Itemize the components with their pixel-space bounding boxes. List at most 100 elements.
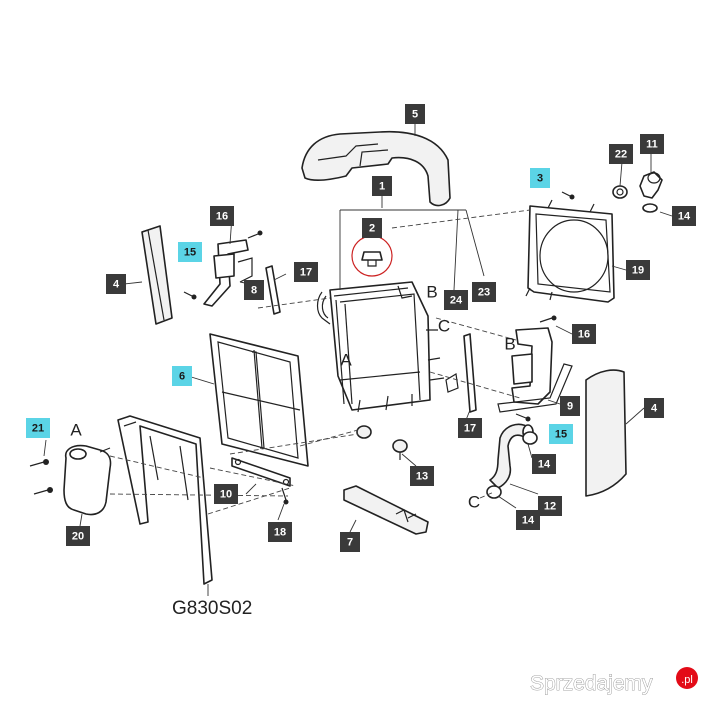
- callout-box: [172, 366, 192, 386]
- part-4-foam-strip-left: [141, 225, 173, 325]
- callout: 7: [340, 532, 360, 552]
- callout: 19: [626, 260, 650, 280]
- part-9-bracket-right: [497, 327, 573, 413]
- callout-number: 22: [615, 149, 627, 161]
- callout: 8: [244, 280, 264, 300]
- callout-box: [640, 134, 664, 154]
- callout-box: [472, 282, 496, 302]
- callout-box: [572, 324, 596, 344]
- callout-box: [609, 144, 633, 164]
- callout-number: 16: [578, 329, 590, 341]
- callout-number: 18: [274, 527, 286, 539]
- callout-number: 8: [251, 285, 257, 297]
- part-4-foam-strip-right: [585, 369, 627, 497]
- callout-box: [26, 418, 50, 438]
- callout: 3: [530, 168, 550, 188]
- callout-number: 17: [464, 423, 476, 435]
- callout-box: [458, 418, 482, 438]
- callout-number: 21: [32, 423, 44, 435]
- callout-number: 24: [450, 295, 463, 307]
- callout: 14: [672, 206, 696, 226]
- callout-box: [560, 396, 580, 416]
- callout-box: [410, 466, 434, 486]
- callout: 13: [410, 466, 434, 486]
- callout: 4: [644, 398, 664, 418]
- part-2-radiator-cap: [351, 235, 393, 277]
- callout: 15: [178, 242, 202, 262]
- callout-box: [626, 260, 650, 280]
- callout-box: [362, 218, 382, 238]
- callout: 2: [362, 218, 382, 238]
- callout: 23: [472, 282, 496, 302]
- callout: 17: [294, 262, 318, 282]
- callout-number: 23: [478, 287, 490, 299]
- connection-letter-b: B: [426, 283, 437, 302]
- callout-number: 15: [555, 429, 567, 441]
- callout-box: [538, 496, 562, 516]
- callout-number: 7: [347, 537, 353, 549]
- watermark-suffix: .pl: [681, 674, 693, 686]
- part-5-air-duct: [301, 130, 451, 207]
- callout: 1: [372, 176, 392, 196]
- connection-letter-a: A: [340, 351, 352, 370]
- callout-box: [178, 242, 202, 262]
- callout: 15: [549, 424, 573, 444]
- callout-number: 11: [646, 139, 658, 151]
- callout-number: 9: [567, 401, 573, 413]
- connection-letter-c: C: [468, 493, 480, 512]
- callout-number: 1: [379, 181, 385, 193]
- part-14-clip-top: [642, 203, 658, 213]
- connection-letters: B C A B A C: [70, 283, 515, 512]
- part-13-rubber-mount: [356, 425, 408, 460]
- callout: 21: [26, 418, 50, 438]
- callout-number: 13: [416, 471, 428, 483]
- callout-box: [214, 484, 238, 504]
- callout: 11: [640, 134, 664, 154]
- callout: 14: [516, 510, 540, 530]
- callout-number: 20: [72, 531, 84, 543]
- callout-number: 4: [113, 279, 120, 291]
- callout-box: [530, 168, 550, 188]
- callout-box: [294, 262, 318, 282]
- callout-number: 12: [544, 501, 556, 513]
- callout-box: [106, 274, 126, 294]
- bolts: [29, 230, 557, 505]
- callout: 16: [572, 324, 596, 344]
- callout: 9: [560, 396, 580, 416]
- callout-box: [644, 398, 664, 418]
- callout-box: [549, 424, 573, 444]
- callout-box: [210, 206, 234, 226]
- callout-box: [372, 176, 392, 196]
- callout-number: 14: [678, 211, 691, 223]
- callout: 6: [172, 366, 192, 386]
- callout-box: [516, 510, 540, 530]
- callout: 5: [405, 104, 425, 124]
- callout-number: 14: [538, 459, 551, 471]
- part-10-lower-bracket: [231, 457, 291, 487]
- callout-number: 2: [369, 223, 375, 235]
- connection-letter-c: C: [438, 317, 450, 336]
- callout-number: 19: [632, 265, 644, 277]
- callouts: 5 1 2 3 22 11 14 16 15 4 8 17 24 23 19 1…: [26, 104, 696, 552]
- part-7-bottom-duct: [343, 485, 429, 535]
- part-11-elbow-fitting: [639, 171, 663, 199]
- callout-box: [672, 206, 696, 226]
- watermark-dot-icon: [676, 667, 698, 689]
- part-8-bracket-left: [203, 239, 253, 307]
- part-20-reservoir-tank: [63, 444, 112, 516]
- callout-box: [532, 454, 556, 474]
- connection-letter-b: B: [504, 335, 515, 354]
- callout: 14: [532, 454, 556, 474]
- part-19-fan-shroud: [525, 199, 615, 303]
- callout-number: 15: [184, 247, 196, 259]
- part-17-strip-left: [265, 265, 281, 315]
- callout-box: [340, 532, 360, 552]
- part-3-bolt: [561, 191, 575, 200]
- callout-number: 14: [522, 515, 535, 527]
- callout-box: [405, 104, 425, 124]
- callout: 16: [210, 206, 234, 226]
- callout: 18: [268, 522, 292, 542]
- connection-letter-a: A: [70, 421, 82, 440]
- mount-bracket-frame: [117, 415, 213, 585]
